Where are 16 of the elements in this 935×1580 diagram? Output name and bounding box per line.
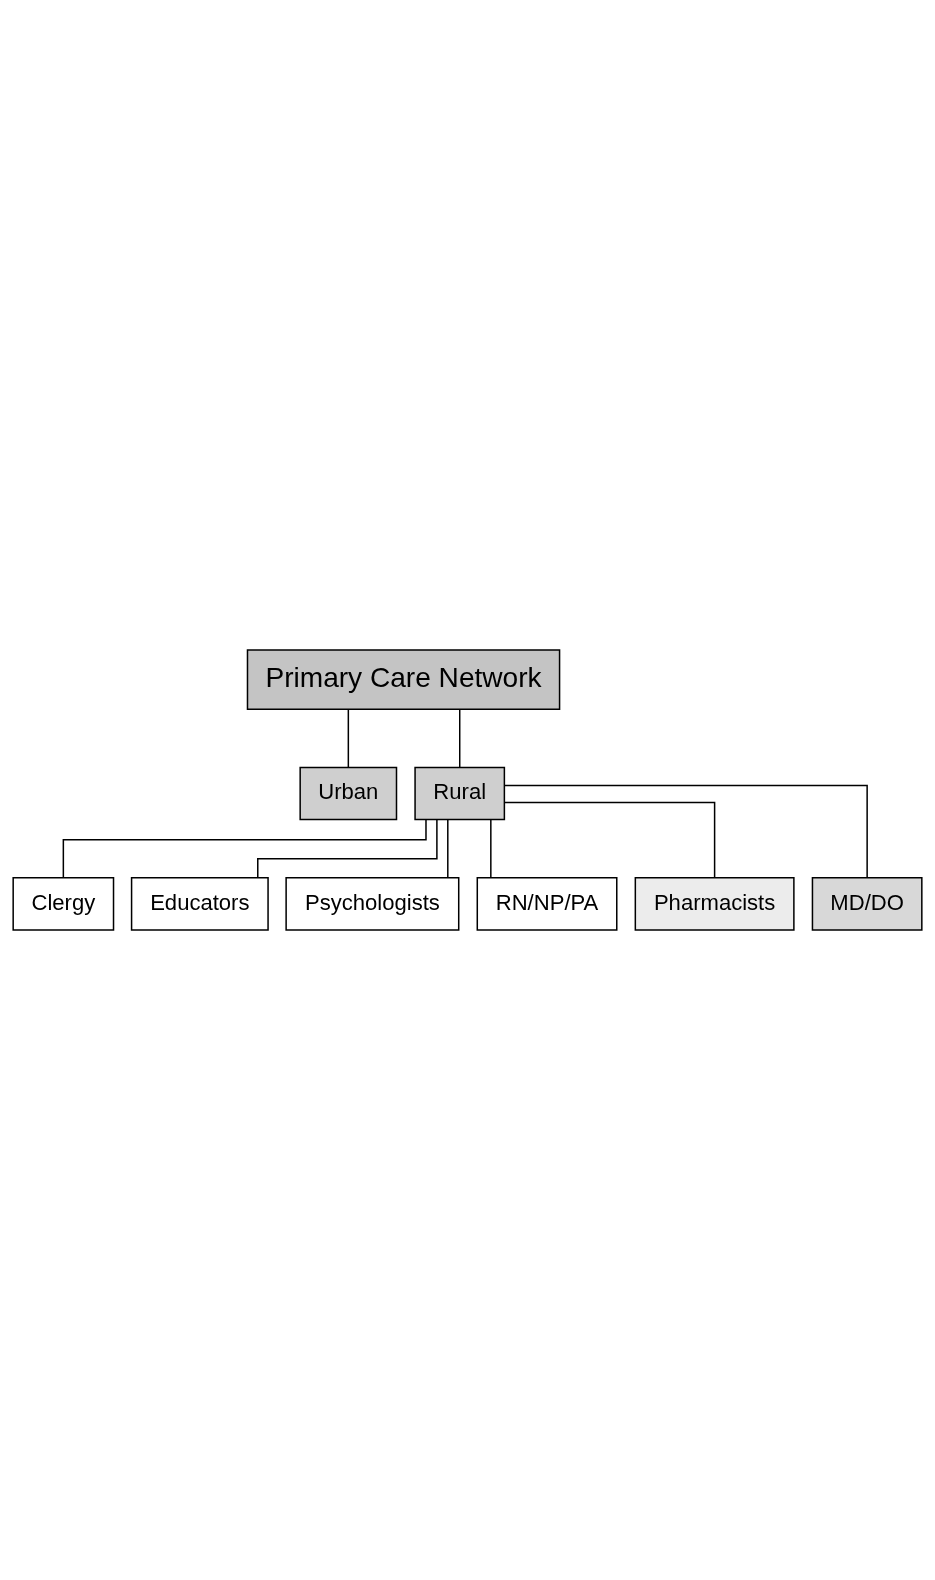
node-box: Educators	[130, 877, 269, 931]
node-box: Urban	[299, 766, 398, 821]
connector	[490, 818, 492, 879]
connector	[447, 818, 449, 879]
connector	[347, 708, 350, 768]
node-box: Rural	[414, 766, 506, 821]
node-box: Pharmacists	[634, 877, 795, 931]
node-box: Primary Care Network	[246, 649, 561, 710]
node-box: Psychologists	[285, 877, 460, 931]
node-box: RN/NP/PA	[476, 877, 618, 931]
node-box: Clergy	[12, 877, 115, 931]
connector	[503, 784, 868, 879]
connector	[503, 801, 716, 879]
connector	[62, 819, 427, 879]
node-box: MD/DO	[811, 877, 923, 931]
connector	[458, 708, 461, 768]
